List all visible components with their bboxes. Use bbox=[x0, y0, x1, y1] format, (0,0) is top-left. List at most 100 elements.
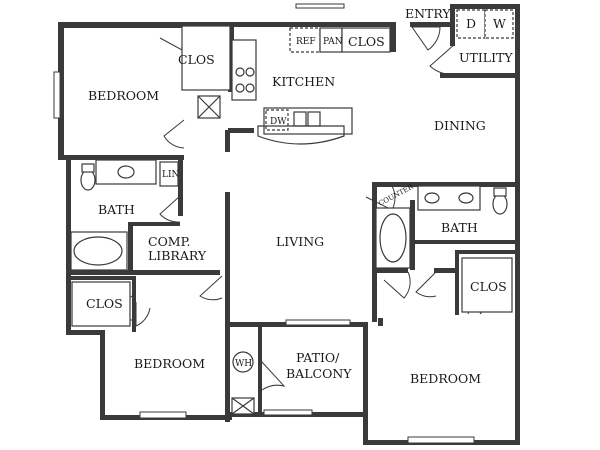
kitchen-closet bbox=[341, 27, 391, 53]
wall bbox=[410, 22, 452, 27]
living-label: LIVING bbox=[276, 234, 324, 249]
patio-label-1: PATIO/ bbox=[296, 350, 340, 365]
patio-label-2: BALCONY bbox=[286, 366, 352, 381]
linen-closet bbox=[159, 161, 179, 187]
wall bbox=[372, 182, 377, 322]
wall bbox=[258, 322, 262, 417]
wall bbox=[228, 22, 234, 92]
dryer-label: D bbox=[466, 16, 476, 31]
wall bbox=[132, 270, 220, 275]
pan-label: PAN bbox=[323, 37, 343, 47]
kitchen-closet-label: CLOS bbox=[348, 34, 385, 49]
burner bbox=[245, 83, 255, 93]
entry-door bbox=[411, 26, 441, 51]
bath-left-label: BATH bbox=[98, 202, 135, 217]
labels: ENTRY UTILITY D W KITCHEN REF PAN CLOS D… bbox=[86, 6, 513, 386]
basin bbox=[458, 192, 474, 204]
wall bbox=[66, 270, 146, 275]
bar-counter bbox=[257, 125, 345, 145]
bath-door-2 bbox=[415, 271, 437, 298]
comp-library-label-2: LIBRARY bbox=[148, 248, 207, 263]
sink bbox=[293, 111, 307, 127]
hvac-cross bbox=[197, 95, 221, 119]
wall bbox=[450, 4, 455, 46]
wall bbox=[410, 200, 415, 270]
bedroom-closet bbox=[181, 25, 231, 91]
kitchen-label: KITCHEN bbox=[272, 74, 335, 89]
closet-top-left-label: CLOS bbox=[178, 52, 215, 67]
utility-label: UTILITY bbox=[459, 50, 513, 65]
wall bbox=[128, 222, 133, 272]
bedroom-bottom-left-label: BEDROOM bbox=[134, 356, 205, 371]
wall bbox=[66, 158, 71, 274]
window bbox=[53, 71, 61, 119]
dishwasher bbox=[265, 109, 289, 131]
washer bbox=[484, 9, 514, 39]
bedroom-door-2 bbox=[135, 302, 151, 327]
toilet-tank bbox=[81, 163, 95, 173]
wall bbox=[410, 240, 518, 244]
patio-door bbox=[261, 361, 286, 391]
wall bbox=[100, 330, 105, 420]
wall bbox=[455, 250, 517, 254]
wall bbox=[363, 322, 368, 444]
wall bbox=[66, 274, 71, 332]
basin bbox=[424, 192, 440, 204]
closet-lower bbox=[71, 281, 131, 327]
walk-in-closet bbox=[461, 257, 513, 313]
fixtures bbox=[70, 9, 514, 415]
basin bbox=[117, 165, 135, 179]
window bbox=[139, 411, 187, 419]
sink bbox=[307, 111, 321, 127]
wall bbox=[372, 182, 520, 187]
window bbox=[407, 436, 475, 444]
entry-label: ENTRY bbox=[405, 6, 451, 21]
utility-door bbox=[429, 43, 456, 75]
wall bbox=[515, 182, 520, 444]
ref-label: REF bbox=[296, 37, 316, 47]
window bbox=[263, 409, 313, 416]
wall bbox=[455, 250, 459, 315]
linen-label: LIN bbox=[162, 170, 180, 180]
library-door bbox=[199, 275, 223, 301]
toilet bbox=[492, 193, 508, 215]
tub-basin bbox=[73, 236, 123, 266]
washer-label: W bbox=[493, 16, 506, 31]
wall bbox=[225, 192, 230, 422]
tub-basin bbox=[379, 213, 407, 263]
toilet bbox=[80, 169, 96, 191]
bedroom-top-left-label: BEDROOM bbox=[88, 88, 159, 103]
windows bbox=[53, 3, 475, 444]
wall bbox=[58, 22, 234, 28]
dw-label: DW bbox=[270, 117, 287, 127]
window bbox=[285, 319, 351, 326]
wall bbox=[450, 4, 520, 9]
bath-right-label: BATH bbox=[441, 220, 478, 235]
bedroom-door bbox=[163, 119, 185, 149]
water-heater bbox=[232, 351, 254, 373]
hvac-cross-2 bbox=[231, 397, 255, 415]
wall bbox=[228, 22, 392, 27]
wall bbox=[58, 155, 184, 160]
bath-door bbox=[159, 195, 181, 223]
dining-label: DINING bbox=[434, 118, 486, 133]
wall bbox=[66, 330, 104, 335]
window bbox=[295, 3, 345, 9]
burner bbox=[245, 67, 255, 77]
burner bbox=[235, 83, 245, 93]
bedroom-door-3 bbox=[383, 271, 411, 299]
wall bbox=[372, 268, 408, 273]
wall bbox=[58, 22, 64, 158]
bedroom-bottom-right-label: BEDROOM bbox=[410, 371, 481, 386]
wall bbox=[178, 158, 183, 216]
toilet-tank bbox=[493, 187, 507, 197]
wall bbox=[434, 268, 458, 273]
wall bbox=[390, 22, 396, 52]
wall bbox=[128, 222, 180, 226]
burner bbox=[235, 67, 245, 77]
wall bbox=[228, 128, 254, 133]
wall bbox=[440, 73, 520, 78]
closet-bottom-left-label: CLOS bbox=[86, 296, 123, 311]
wall bbox=[225, 130, 230, 152]
